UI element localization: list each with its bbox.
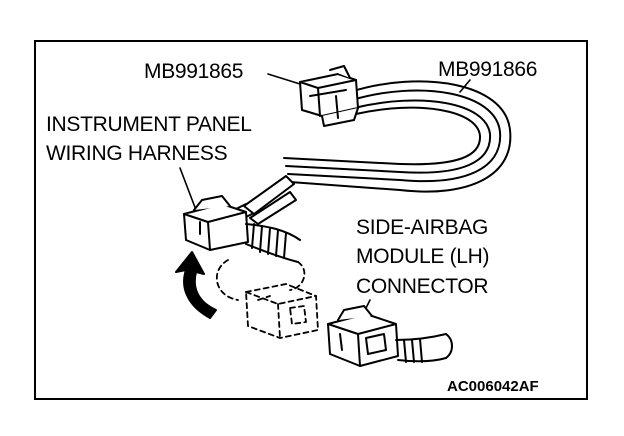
side-airbag-connector <box>327 305 399 367</box>
ghost-connector <box>215 259 319 339</box>
leader-tool-b <box>459 79 471 93</box>
label-module-line2: MODULE (LH) <box>356 245 490 268</box>
label-mb991865: MB991865 <box>144 60 244 83</box>
label-mb991866: MB991866 <box>438 58 538 81</box>
module-tube <box>395 333 453 363</box>
tool-harness-cable <box>283 80 512 193</box>
label-harness-line1: INSTRUMENT PANEL <box>46 113 252 136</box>
harness-connector <box>183 195 249 251</box>
figure-code: AC006042AF <box>447 378 539 395</box>
label-module-line3: CONNECTOR <box>356 275 489 298</box>
label-module-line1: SIDE-AIRBAG <box>356 216 489 239</box>
harness-tube <box>245 223 301 263</box>
mb991865-connector <box>299 65 359 127</box>
label-harness-line2: WIRING HARNESS <box>46 142 228 165</box>
curved-up-arrow-icon <box>175 251 217 319</box>
leader-harness <box>179 167 197 211</box>
leader-tool-a <box>267 73 301 85</box>
